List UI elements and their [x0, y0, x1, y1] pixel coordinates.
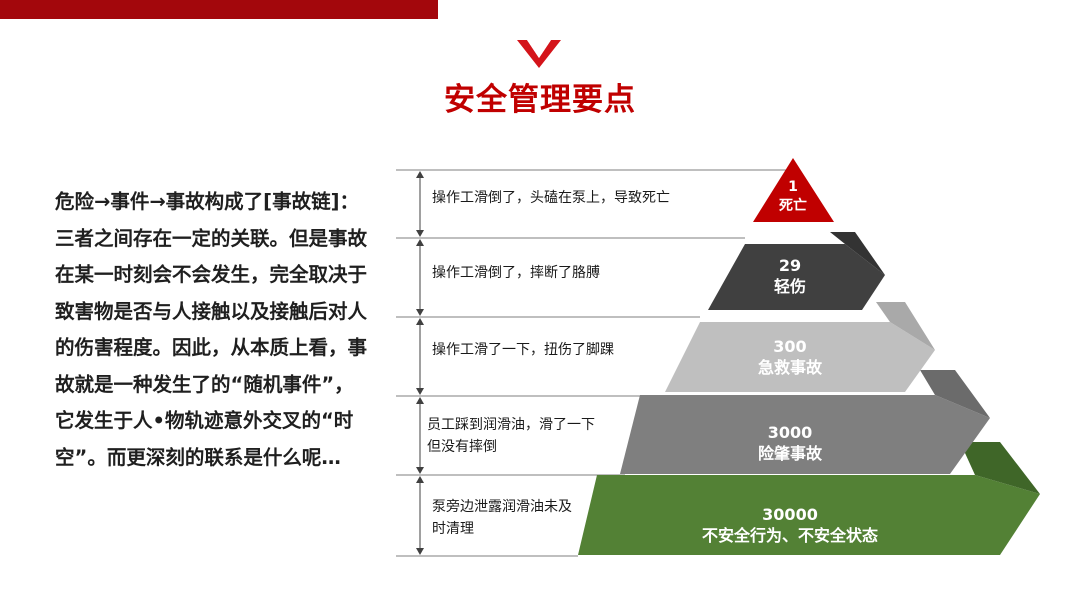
- example-line: 员工踩到润滑油，滑了一下: [427, 417, 595, 433]
- level-arrow: [416, 397, 424, 474]
- tier-name: 死亡: [779, 198, 807, 214]
- tier-label-1: 1 死亡: [779, 178, 807, 216]
- example-line: 操作工滑倒了，头磕在泵上，导致死亡: [432, 190, 670, 206]
- description-line: 致害物是否与人接触以及接触后对人: [55, 299, 368, 323]
- pyramid-tier-2: [708, 232, 885, 310]
- level-example-3: 操作工滑了一下，扭伤了脚踝: [432, 339, 614, 361]
- top-accent-bar: [0, 0, 438, 19]
- tier-count: 300: [773, 337, 807, 356]
- tier-label-3: 300 急救事故: [758, 336, 822, 378]
- example-line: 但没有摔倒: [427, 439, 497, 455]
- description-line: 故就是一种发生了的“随机事件”，: [55, 372, 354, 396]
- example-line: 操作工滑倒了，摔断了胳膊: [432, 265, 600, 281]
- pyramid-tier-3: [665, 302, 935, 392]
- level-arrow: [416, 239, 424, 316]
- tier-count: 30000: [762, 505, 818, 524]
- level-example-1: 操作工滑倒了，头磕在泵上，导致死亡: [432, 187, 670, 209]
- description-line: 空”。而更深刻的联系是什么呢…: [55, 445, 341, 469]
- level-example-5: 泵旁边泄露润滑油未及 时清理: [432, 496, 572, 540]
- tier-count: 29: [778, 256, 802, 275]
- tier-name: 轻伤: [773, 277, 807, 296]
- example-line: 时清理: [432, 521, 474, 537]
- tier-count: 1: [788, 179, 798, 195]
- tier-label-5: 30000 不安全行为、不安全状态: [702, 504, 878, 546]
- level-arrow: [416, 476, 424, 555]
- pyramid-tier-4: [620, 370, 990, 474]
- tier-label-4: 3000 险肇事故: [758, 422, 822, 464]
- pyramid-tier-1: [753, 158, 834, 222]
- example-line: 泵旁边泄露润滑油未及: [432, 499, 572, 515]
- level-example-4: 员工踩到润滑油，滑了一下 但没有摔倒: [427, 414, 595, 458]
- level-example-2: 操作工滑倒了，摔断了胳膊: [432, 262, 600, 284]
- description-line: 它发生于人•物轨迹意外交叉的“时: [55, 409, 354, 432]
- description-line: 三者之间存在一定的关联。但是事故: [55, 226, 368, 250]
- level-arrow: [416, 171, 424, 237]
- brand-logo-icon: [517, 40, 561, 68]
- level-arrow: [416, 318, 424, 395]
- tier-name: 不安全行为、不安全状态: [701, 526, 879, 545]
- tier-name: 急救事故: [757, 358, 823, 377]
- description-line: 在某一时刻会不会发生，完全取决于: [55, 263, 368, 286]
- tier-count: 3000: [767, 423, 813, 442]
- tier-name: 险肇事故: [757, 444, 823, 463]
- description-line: 危险→事件→事故构成了[事故链]：: [55, 190, 360, 213]
- description-line: 的伤害程度。因此，从本质上看，事: [55, 336, 368, 359]
- page-title: 安全管理要点: [444, 82, 636, 118]
- description-paragraph: 危险→事件→事故构成了[事故链]： 三者之间存在一定的关联。但是事故 在某一时刻…: [55, 184, 390, 476]
- example-line: 操作工滑了一下，扭伤了脚踝: [432, 342, 614, 358]
- tier-label-2: 29 轻伤: [774, 255, 806, 297]
- pyramid-tier-5: [578, 442, 1040, 555]
